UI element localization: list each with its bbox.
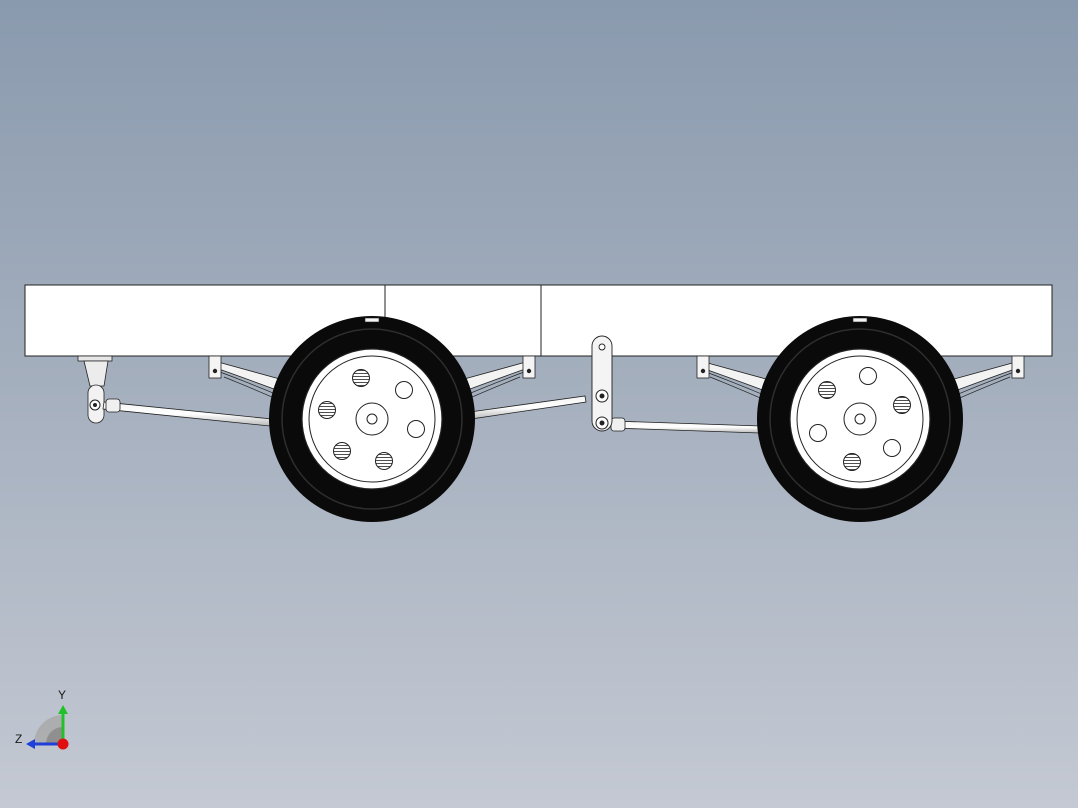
spring-hanger <box>1011 355 1025 379</box>
front-drag-link <box>102 398 273 427</box>
rear-drag-link <box>610 417 761 434</box>
front-wheel <box>269 316 475 522</box>
spring-hanger <box>522 355 536 379</box>
front-hitch-bracket <box>77 355 113 424</box>
rear-rim-holes <box>809 367 911 471</box>
middle-drag-link <box>469 395 587 420</box>
spring-hanger <box>208 355 222 379</box>
view-orientation-triad[interactable] <box>26 705 69 750</box>
center-pivot-arm <box>591 335 613 432</box>
triad-y-label: Y <box>58 688 67 702</box>
x-axis-dot <box>57 738 69 750</box>
rear-wheel <box>757 316 963 522</box>
front-rim-holes <box>318 369 425 470</box>
triad-z-label: Z <box>15 732 23 746</box>
spring-hanger <box>696 355 710 379</box>
